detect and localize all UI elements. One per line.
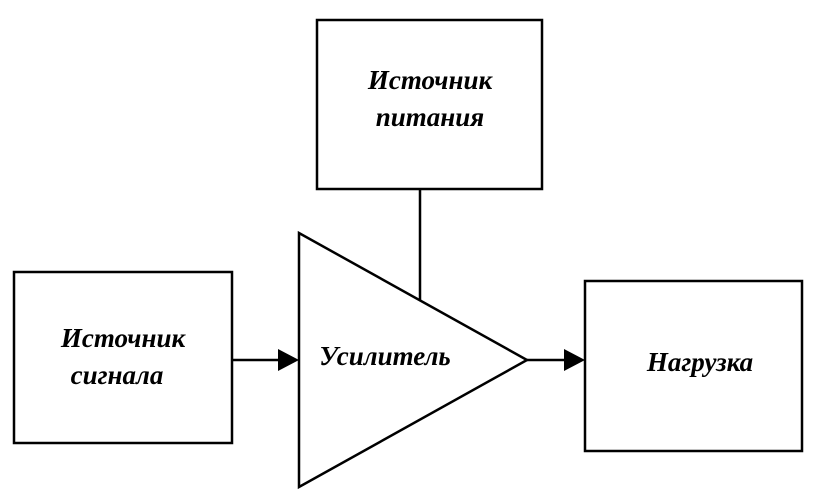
power-source-label-line2: питания xyxy=(376,102,485,132)
amplifier-triangle xyxy=(297,230,530,490)
signal-source-block: Источник сигнала xyxy=(12,270,234,445)
power-source-label-line1: Источник xyxy=(367,65,494,95)
arrow-head xyxy=(278,349,299,371)
signal-source-label-line1: Источник xyxy=(60,323,187,353)
load-label: Нагрузка xyxy=(646,347,753,377)
signal-source-label-line2: сигнала xyxy=(71,360,164,390)
load-block: Нагрузка xyxy=(583,279,804,453)
power-source-block: Источник питания xyxy=(315,18,544,191)
amplifier-label: Усилитель xyxy=(319,341,451,371)
load-box xyxy=(583,279,804,453)
power-source-box xyxy=(315,18,544,191)
arrow-head xyxy=(564,349,585,371)
signal-arrow xyxy=(232,349,299,371)
output-arrow xyxy=(527,349,585,371)
amplifier-block: Усилитель xyxy=(297,230,530,490)
signal-source-box xyxy=(12,270,234,445)
